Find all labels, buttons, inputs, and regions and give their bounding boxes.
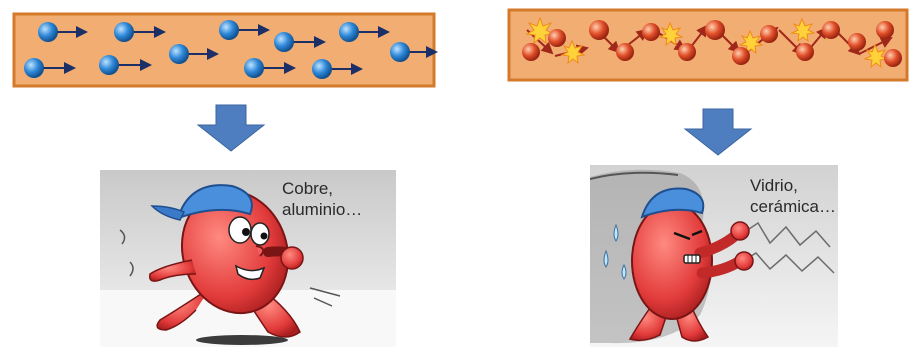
insulator-electron-strip [507, 8, 911, 84]
hand-icon [735, 252, 753, 270]
conductor-electron-strip [12, 12, 440, 90]
running-electron-illustration: Cobre, aluminio… [100, 170, 396, 347]
down-arrow-right [683, 107, 753, 157]
struggling-electron-illustration: Vidrio, cerámica… [590, 165, 838, 347]
caption-line-2: cerámica… [750, 196, 836, 217]
caption-line-2: aluminio… [282, 199, 362, 220]
fist-icon [281, 247, 303, 269]
hand-icon [731, 222, 749, 240]
caption-line-1: Vidrio, [750, 175, 836, 196]
down-arrow-left [196, 103, 266, 153]
caption-line-1: Cobre, [282, 178, 362, 199]
